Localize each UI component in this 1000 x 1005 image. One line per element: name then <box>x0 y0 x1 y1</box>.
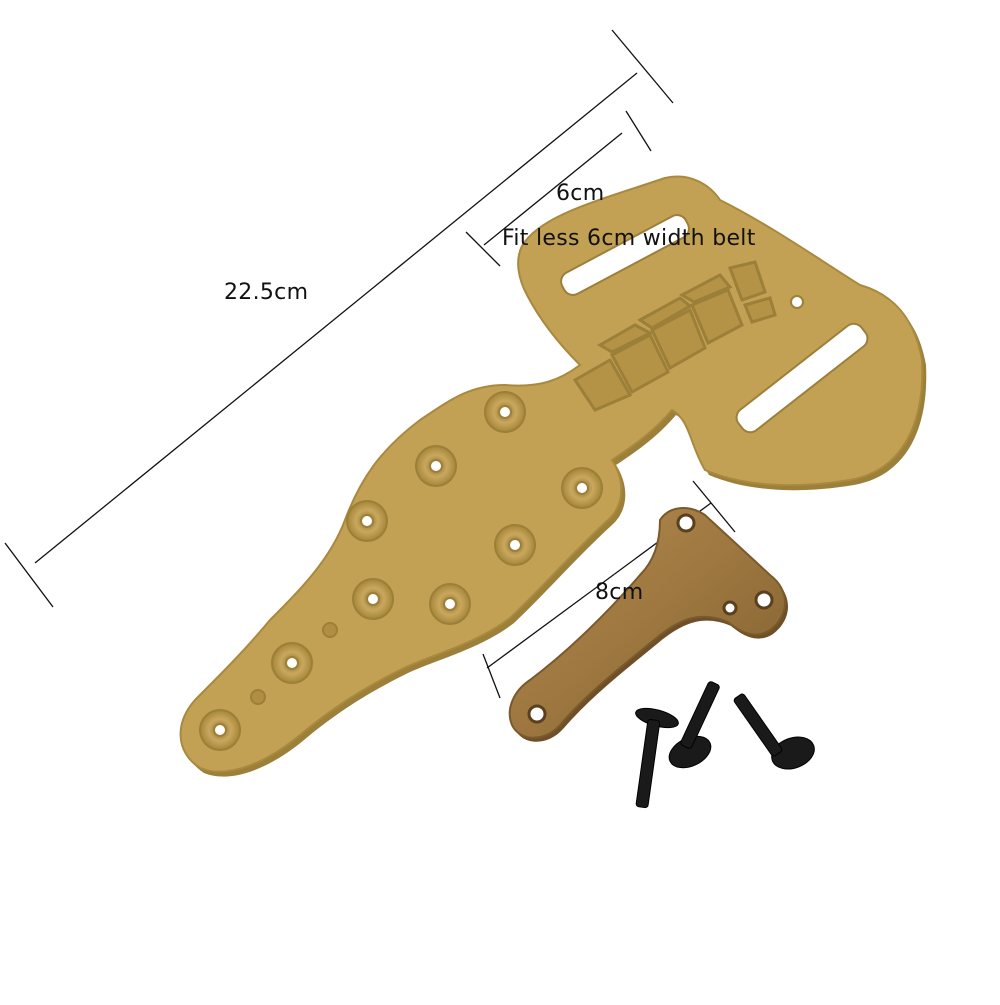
mounting-hole <box>250 689 266 705</box>
screw-2 <box>668 681 720 769</box>
t-clip <box>508 507 788 742</box>
overall-length-label: 22.5cm <box>224 280 309 305</box>
belt-note-label: Fit less 6cm width belt <box>502 226 756 251</box>
mounting-hole <box>271 642 313 684</box>
clip-holes <box>527 513 774 724</box>
clip-length-label: 8cm <box>595 580 644 605</box>
length-dimension-tick-top <box>611 29 674 104</box>
plate-lattice <box>572 260 777 412</box>
mounting-hole <box>415 445 457 487</box>
mounting-hole <box>199 709 241 751</box>
clip-hole <box>527 704 547 724</box>
width-dimension-line <box>483 132 623 246</box>
belt-slot-upper <box>560 214 690 296</box>
mounting-hole <box>494 524 536 566</box>
width-dimension-tick-bottom <box>465 231 501 267</box>
clip-hole <box>754 590 774 610</box>
clip-body <box>508 507 786 739</box>
clip-hole <box>722 600 738 616</box>
mounting-hole <box>561 467 603 509</box>
mounting-holes <box>199 391 603 751</box>
plate-pin-hole <box>790 295 804 309</box>
mounting-hole <box>346 500 388 542</box>
screw-1 <box>635 707 679 809</box>
clip-dimension-tick-top <box>692 480 736 533</box>
dimension-lines <box>4 29 736 699</box>
belt-width-label: 6cm <box>556 181 605 206</box>
clip-dimension-tick-bottom <box>482 653 501 699</box>
belt-slot-lower <box>735 322 869 434</box>
screw-3 <box>733 693 815 770</box>
length-dimension-line <box>34 72 638 564</box>
mounting-hole <box>429 583 471 625</box>
mounting-hole <box>484 391 526 433</box>
mounting-hole <box>322 622 338 638</box>
length-dimension-tick-bottom <box>4 542 54 608</box>
width-dimension-tick-top <box>625 110 652 152</box>
mounting-hole <box>352 578 394 620</box>
clip-hole <box>676 513 696 533</box>
screws <box>635 681 815 809</box>
main-plate <box>179 175 927 777</box>
